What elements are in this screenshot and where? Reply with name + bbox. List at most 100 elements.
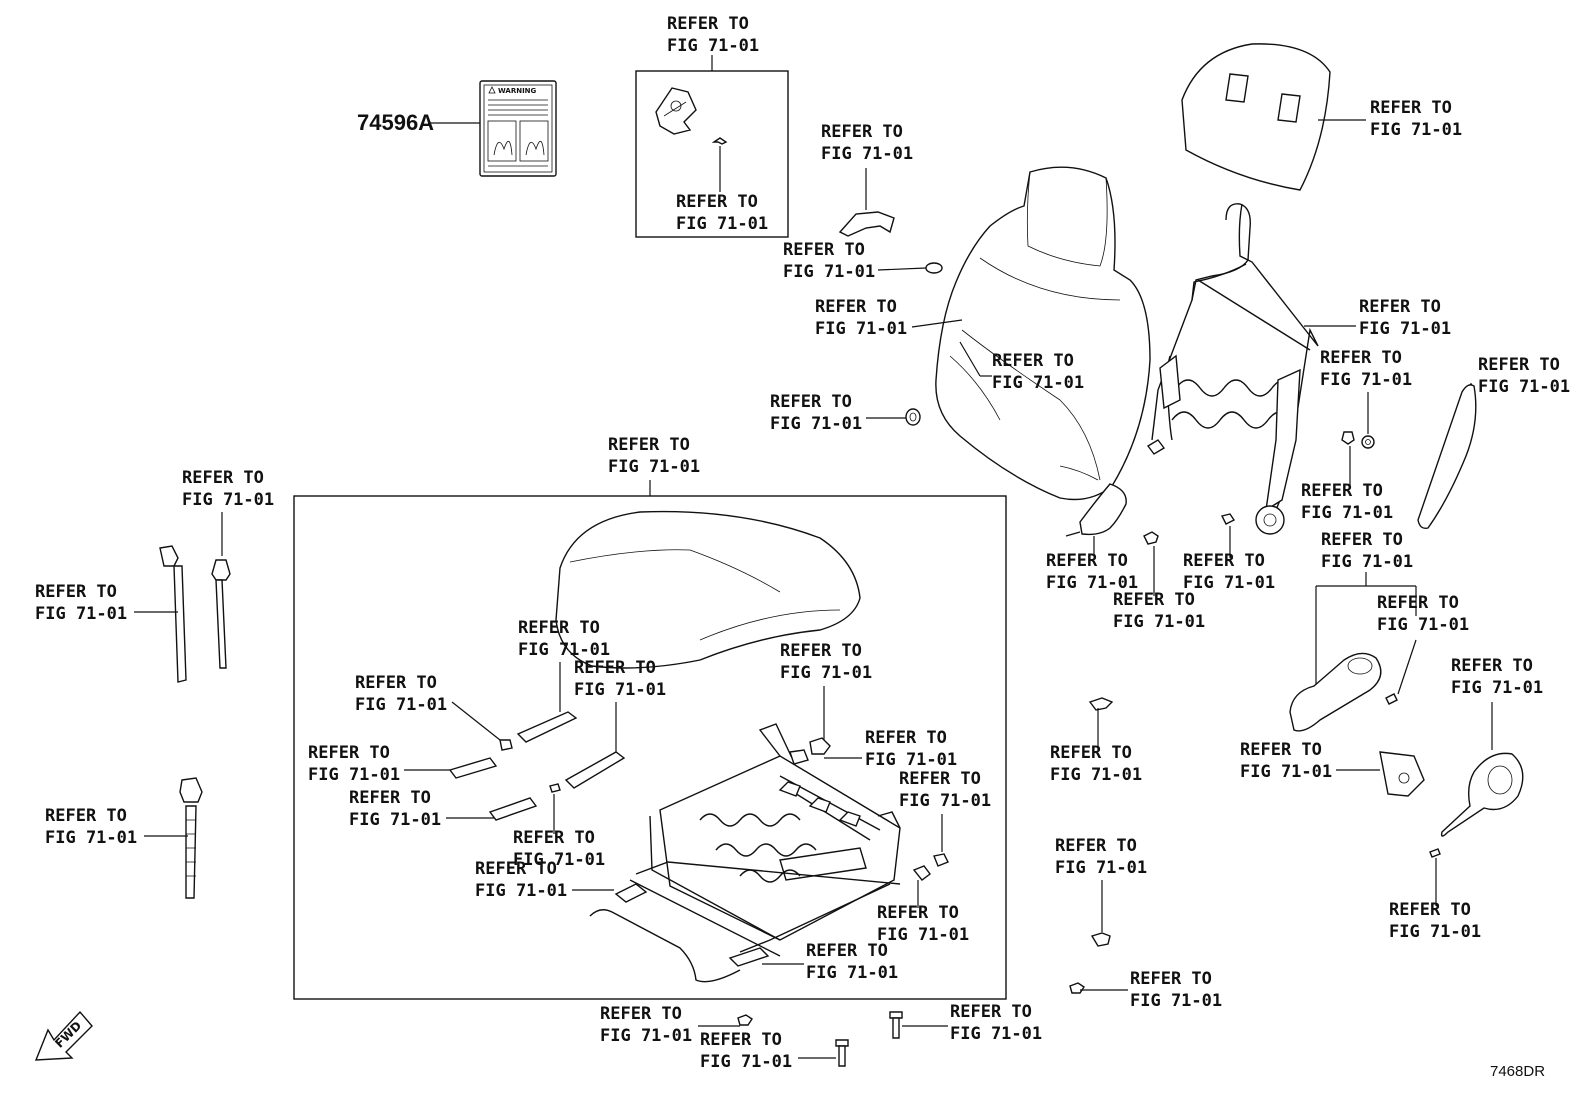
callout-label: REFER TO [600,1004,682,1024]
callout-label: REFER TO [899,769,981,789]
callout-label: REFER TO [355,673,437,693]
callout-label: REFER TO [1055,836,1137,856]
seat-cushion-part[interactable] [555,510,861,669]
callout-label: REFER TO [1321,530,1403,550]
callout-label: REFER TO [475,859,557,879]
callout-label: FIG 71-01 [574,680,666,700]
warning-label-title: WARNING [498,87,537,95]
cable-tie-part[interactable] [211,559,231,669]
headrest-pad-part[interactable] [1181,43,1331,191]
rail-cover-part[interactable] [488,797,538,821]
rail-cover-part[interactable] [448,757,498,779]
callout-label: FIG 71-01 [821,144,913,164]
seat-frame-part[interactable] [629,723,901,957]
callout-label: FIG 71-01 [1240,762,1332,782]
cable-tie-part[interactable] [159,545,187,683]
rail-cover-part[interactable] [564,751,626,789]
seatback-frame-part[interactable] [1146,203,1319,535]
wire-part[interactable] [589,909,741,983]
callout-label: REFER TO [1320,348,1402,368]
lever-cover-part[interactable] [838,211,895,237]
callout-label: REFER TO [1130,969,1212,989]
callout-label: FIG 71-01 [1377,615,1469,635]
callout-label: FIG 71-01 [513,850,605,870]
callout-label: FIG 71-01 [1130,991,1222,1011]
callout-label: REFER TO [349,788,431,808]
clip-part[interactable] [499,739,513,751]
clip-part[interactable] [933,853,949,867]
callout-label: REFER TO [1377,593,1459,613]
callout-label: FIG 71-01 [475,881,567,901]
callout-label: FIG 71-01 [308,765,400,785]
callout-label: REFER TO [513,828,595,848]
trim-piece-part[interactable] [1065,483,1127,537]
nut-part[interactable] [1361,435,1375,449]
bolt-part[interactable] [1069,982,1085,994]
callout-label: REFER TO [700,1030,782,1050]
callout-label: FIG 71-01 [349,810,441,830]
callout-label: REFER TO [1301,481,1383,501]
clip-part[interactable] [1088,697,1114,711]
callout-label: FIG 71-01 [806,963,898,983]
callout-label: FIG 71-01 [1389,922,1481,942]
bolt-part[interactable] [737,1014,753,1026]
callout-label: FIG 71-01 [815,319,907,339]
callout-label: FIG 71-01 [1320,370,1412,390]
callout-label: FIG 71-01 [700,1052,792,1072]
recliner-knob-part[interactable] [1440,752,1524,837]
callout-label: FIG 71-01 [1050,765,1142,785]
hinge-cover-part[interactable] [1379,751,1425,797]
callout-label: FIG 71-01 [783,262,875,282]
callout-label: FIG 71-01 [1301,503,1393,523]
callout-label: FIG 71-01 [35,604,127,624]
callout-label: REFER TO [45,806,127,826]
screw-part[interactable] [1429,848,1441,858]
bolt-part[interactable] [1090,932,1111,947]
callout-label: REFER TO [950,1002,1032,1022]
callout-label: FIG 71-01 [780,663,872,683]
clip-part[interactable] [1341,431,1355,445]
callout-label: FIG 71-01 [608,457,700,477]
callout-label: REFER TO [1183,551,1265,571]
bolt-part[interactable] [1143,531,1159,545]
recliner-bracket-part[interactable] [655,87,697,135]
rail-cover-part[interactable] [728,947,770,967]
callout-label: REFER TO [608,435,690,455]
bracket-part[interactable] [789,737,831,765]
callout-label: FIG 71-01 [950,1024,1042,1044]
grommet-part[interactable] [905,408,921,426]
callout-label: REFER TO [308,743,390,763]
callout-label: FIG 71-01 [899,791,991,811]
rail-cover-part[interactable] [614,883,648,903]
callout-label: REFER TO [1389,900,1471,920]
part-number[interactable]: 74596A [357,110,434,135]
seatback-cover-part[interactable] [935,166,1151,501]
callout-label: FIG 71-01 [45,828,137,848]
callout-label: FIG 71-01 [1183,573,1275,593]
ring-part[interactable] [925,262,943,274]
callout-label: REFER TO [35,582,117,602]
callout-label: FIG 71-01 [1055,858,1147,878]
callout-label: REFER TO [806,941,888,961]
clip-part[interactable] [912,865,931,881]
screw-part[interactable] [1385,693,1398,705]
side-cover-part[interactable] [1417,384,1477,530]
armrest-part[interactable] [1289,652,1382,732]
callout-label: FIG 71-01 [992,373,1084,393]
callout-label: REFER TO [518,618,600,638]
callout-label: FIG 71-01 [182,490,274,510]
callout-label: REFER TO [676,192,758,212]
bolt-part[interactable] [835,1039,849,1067]
cable-tie-part[interactable] [179,777,203,899]
callout-label: REFER TO [780,641,862,661]
clip-part[interactable] [549,783,561,793]
bolt-part[interactable] [889,1011,903,1039]
bolt-part[interactable] [1220,513,1236,525]
clip-part[interactable] [711,137,728,145]
rail-cover-part[interactable] [516,711,578,743]
callout-label: FIG 71-01 [1321,552,1413,572]
callout-label: FIG 71-01 [676,214,768,234]
callout-label: REFER TO [1113,590,1195,610]
warning-label-part[interactable]: WARNING [479,80,557,177]
callout-label: REFER TO [182,468,264,488]
